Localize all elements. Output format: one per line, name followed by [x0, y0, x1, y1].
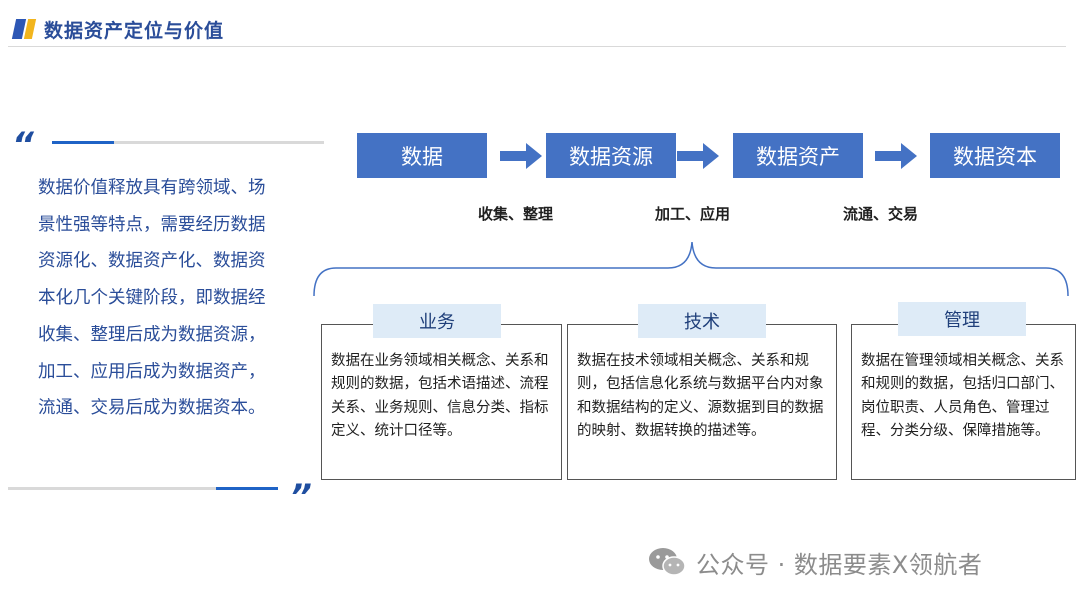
title-logo-icon: [11, 19, 37, 39]
step-label-process: 加工、应用: [655, 205, 731, 223]
category-box-business: [321, 324, 562, 480]
wechat-icon: [649, 548, 686, 576]
category-desc-business: 数据在业务领域相关概念、关系和规则的数据，包括术语描述、流程关系、业务规则、信息…: [331, 353, 549, 439]
stage-data-asset: 数据资产: [733, 133, 863, 178]
category-desc-management: 数据在管理领域相关概念、关系和规则的数据，包括归口部门、岗位职责、人员角色、管理…: [861, 353, 1064, 439]
arrow-right-icon: [875, 143, 917, 169]
category-desc-technology: 数据在技术领域相关概念、关系和规则，包括信息化系统与数据平台内对象和数据结构的定…: [577, 353, 824, 439]
category-title-technology: 技术: [638, 304, 766, 338]
category-title-business: 业务: [373, 304, 501, 338]
category-box-management: [851, 324, 1076, 480]
quote-bottom-rule: [8, 487, 278, 490]
grouping-brace: [313, 241, 1069, 297]
arrow-right-icon: [677, 143, 719, 169]
quote-text: 数据价值释放具有跨领域、场景性强等特点，需要经历数据资源化、数据资产化、数据资本…: [38, 178, 266, 419]
category-box-technology: [567, 324, 837, 480]
watermark-text: 公众号 · 数据要素X领航者: [696, 550, 983, 579]
close-quote-icon: ”: [290, 477, 312, 517]
header-divider: [8, 46, 1066, 47]
category-title-management: 管理: [898, 302, 1026, 336]
stage-data-capital: 数据资本: [930, 133, 1060, 178]
arrow-right-icon: [500, 143, 542, 169]
open-quote-icon: “: [12, 125, 34, 165]
page-header: 数据资产定位与价值: [0, 0, 1080, 48]
quote-top-rule: [52, 141, 324, 144]
step-label-trade: 流通、交易: [843, 205, 919, 223]
step-label-collect: 收集、整理: [478, 205, 554, 223]
page-title: 数据资产定位与价值: [44, 20, 225, 42]
stage-data: 数据: [357, 133, 487, 178]
watermark: 公众号 · 数据要素X领航者: [648, 544, 982, 580]
stage-data-resource: 数据资源: [546, 133, 676, 178]
